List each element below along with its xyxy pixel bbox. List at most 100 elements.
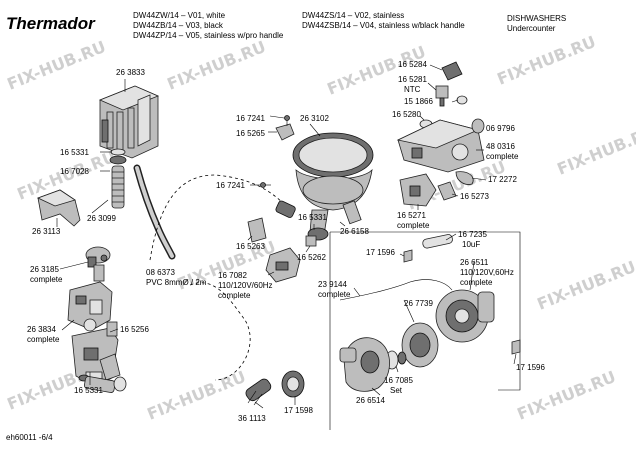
part-label: 26 3102 [300, 114, 329, 123]
motor-group-frame [329, 231, 521, 430]
part-26-3834-assembly-drawing [67, 281, 121, 387]
part-label: 16 5271 [397, 211, 426, 220]
part-label: 10uF [462, 240, 480, 249]
model-line: DW44ZP/14 – V05, stainless w/pro handle [133, 31, 284, 40]
part-label: 110/120V/60Hz [218, 281, 273, 290]
part-26-3185-valve-drawing [85, 246, 111, 282]
part-16-5331-bottom-drawing [78, 374, 127, 393]
part-16-5281-ntc-drawing [435, 85, 449, 107]
category-label: DISHWASHERS [507, 14, 566, 23]
part-label: complete [397, 221, 430, 230]
brand-logo: Thermador [6, 14, 96, 33]
part-26-6514-housing-drawing [339, 337, 390, 392]
model-line: DW44ZSB/14 – V04, stainless w/black hand… [302, 21, 465, 30]
part-36-1113-hose-drawing [245, 378, 272, 406]
part-label: 26 7739 [404, 299, 433, 308]
part-label: 16 5284 [398, 60, 427, 69]
part-label: complete [30, 275, 63, 284]
watermark-text: FIX-HUB.RU [4, 37, 108, 94]
part-16-7241-screw-drawing [260, 115, 290, 188]
part-16-5331-ring-drawing [109, 148, 127, 165]
watermark-text: FIX-HUB.RU [144, 367, 248, 424]
part-label: 16 5263 [236, 242, 265, 251]
part-label: 26 3099 [87, 214, 116, 223]
hose-routing-line [189, 282, 251, 381]
part-label: complete [318, 290, 351, 299]
part-16-5256-drawing [106, 321, 118, 337]
part-label: 16 5331 [74, 386, 103, 395]
part-label: complete [27, 335, 60, 344]
part-16-5263-drawing [247, 217, 267, 243]
model-line: DW44ZB/14 – V03, black [133, 21, 224, 30]
watermark-text: FIX-HUB.RU [164, 37, 268, 94]
part-label: 16 7028 [60, 167, 89, 176]
model-line: DW44ZS/14 – V02, stainless [302, 11, 404, 20]
part-label: 26 3113 [32, 227, 61, 236]
part-16-5262-drawing [305, 235, 317, 247]
part-16-5271-drawing [399, 173, 437, 207]
part-label: complete [486, 152, 519, 161]
part-16-7235-capacitor-drawing [422, 234, 453, 249]
model-line: DW44ZW/14 – V01, white [133, 11, 226, 20]
watermark-text: FIX-HUB.RU [514, 367, 618, 424]
part-label: 36 1113 [238, 414, 266, 423]
part-label: complete [218, 291, 251, 300]
part-label: 16 7235 [458, 230, 487, 239]
leader-lines [56, 64, 517, 409]
header: Thermador DW44ZW/14 – V01, white DW44ZB/… [6, 11, 566, 40]
part-label: 16 5256 [120, 325, 149, 334]
part-label: 16 5331 [298, 213, 327, 222]
part-17-1598-cap-drawing [281, 370, 305, 398]
part-label: 15 1866 [404, 97, 433, 106]
part-label: 26 3834 [27, 325, 56, 334]
part-08-6373-tube-highlight [135, 166, 174, 258]
part-label: 16 5281 [398, 75, 427, 84]
watermark-text: FIX-HUB.RU [554, 122, 636, 179]
part-label: 06 9796 [486, 124, 515, 133]
part-label: 16 5273 [460, 192, 489, 201]
part-label: 16 5262 [297, 253, 326, 262]
part-label: 110/120V,60Hz [460, 268, 514, 277]
part-17-1596-drawing [511, 339, 521, 355]
document-id: eh60011 -6/4 [6, 433, 53, 442]
part-label: 26 6158 [340, 227, 369, 236]
part-26-6511-motor-drawing [435, 289, 495, 343]
part-16-5273-drawing [437, 181, 457, 201]
part-label: Set [390, 386, 403, 395]
part-label: 26 6514 [356, 396, 385, 405]
part-label: 26 3833 [116, 68, 145, 77]
part-label: 16 7241 [216, 181, 245, 190]
part-16-7028-hose-drawing [111, 165, 125, 209]
part-26-3113-clip-face [36, 189, 76, 207]
part-label: 17 1598 [284, 406, 313, 415]
part-06-9796-drawing [471, 118, 485, 134]
part-label: 16 5280 [392, 110, 421, 119]
part-label: 17 2272 [488, 175, 517, 184]
part-label: 17 1596 [366, 248, 395, 257]
part-17-1596-drawing [403, 249, 413, 263]
part-label: 16 7241 [236, 114, 265, 123]
subcategory-label: Undercounter [507, 24, 556, 33]
part-16-5265-drawing [275, 123, 295, 141]
part-16-5284-drawing [441, 61, 463, 81]
part-26-3833-drawing [98, 85, 160, 159]
part-label: 23 9144 [318, 280, 347, 289]
part-label: 16 5265 [236, 129, 265, 138]
part-26-3102-sump-drawing [275, 132, 374, 241]
part-labels: 26 3833 16 5331 16 7028 26 3113 26 3099 … [27, 60, 545, 423]
part-17-2272-clamp-drawing [455, 171, 474, 185]
watermark-text: FIX-HUB.RU [534, 257, 636, 314]
part-label: 16 5331 [60, 148, 89, 157]
part-label: PVC 8mmØ / 2m [146, 278, 207, 287]
part-label: 26 6511 [460, 258, 489, 267]
part-label: 26 3185 [30, 265, 59, 274]
part-label: 48 0316 [486, 142, 515, 151]
part-label: 17 1596 [516, 363, 545, 372]
watermark-text: FIX-HUB.RU [494, 32, 598, 89]
part-15-1866-drawing [456, 95, 468, 105]
part-label: complete [460, 278, 493, 287]
part-label: 16 7085 [384, 376, 413, 385]
part-23-9144-wiring-drawing [339, 279, 453, 301]
part-16-7082-motor-drawing [265, 247, 301, 283]
